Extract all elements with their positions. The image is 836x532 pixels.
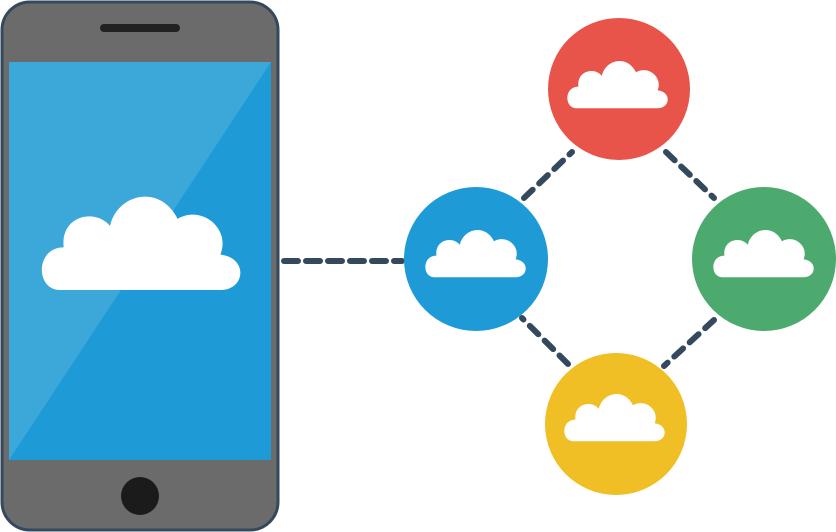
- smartphone: [0, 0, 280, 532]
- node-top: [548, 18, 690, 160]
- connector-left-to-top: [521, 149, 575, 201]
- node-bottom: [545, 353, 687, 495]
- phone-home-button: [121, 477, 159, 515]
- connector-lines: [281, 149, 717, 369]
- node-left: [404, 187, 548, 331]
- connector-top-to-right: [663, 149, 717, 201]
- node-right: [692, 187, 836, 331]
- phone-speaker: [100, 24, 180, 32]
- connector-right-to-bottom: [661, 317, 717, 369]
- connector-bottom-to-left: [519, 315, 571, 367]
